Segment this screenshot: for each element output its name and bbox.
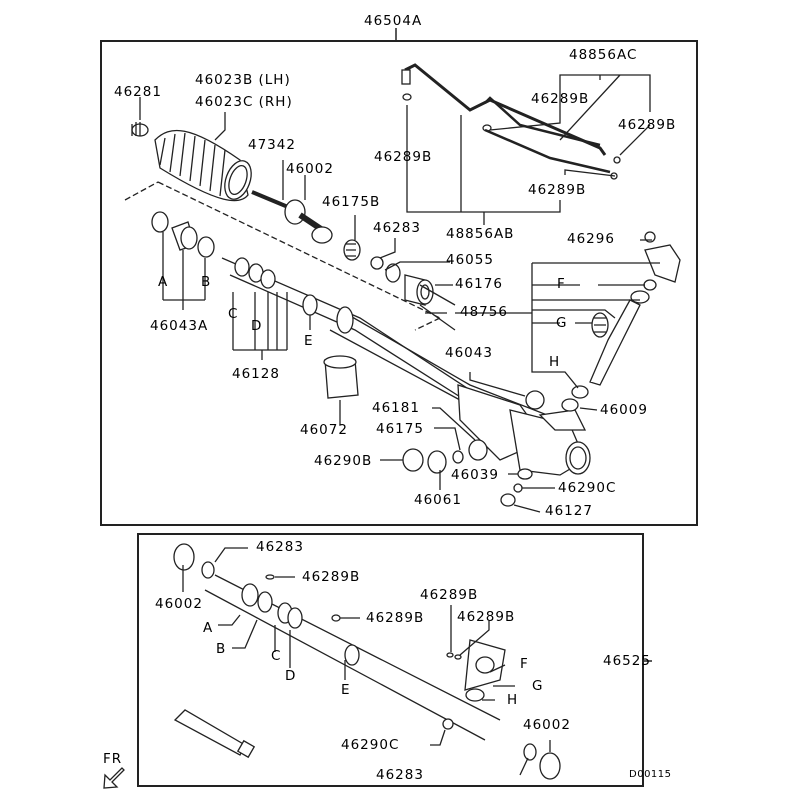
spring-46175 — [452, 450, 464, 464]
part-label-46283: 46283 — [373, 220, 421, 236]
part-label-46039: 46039 — [451, 467, 499, 483]
part-label-46289B-4: 46289B — [528, 182, 587, 198]
part-label-46002: 46002 — [286, 161, 334, 177]
letter-C-lower: C — [271, 648, 282, 664]
leaders-46039-46127 — [508, 473, 555, 513]
part-label-46289B-1: 46289B — [374, 149, 433, 165]
part-label-46023C: 46023C (RH) — [195, 94, 293, 110]
tube-leaders — [406, 74, 651, 225]
part-label-46289B-lower-2: 46289B — [366, 610, 425, 626]
letter-G-upper: G — [556, 315, 568, 331]
part-label-47342: 47342 — [248, 137, 296, 153]
bushing-46043A — [171, 221, 198, 251]
upper-assembly-frame — [100, 40, 698, 526]
letter-F-lower: F — [520, 656, 529, 672]
letter-D-upper: D — [251, 318, 263, 334]
label-46525: 46525 — [603, 653, 651, 669]
nut-46290B — [402, 448, 424, 472]
lower-leaders — [380, 407, 476, 490]
letter-E-lower: E — [341, 682, 351, 698]
letter-A-upper: A — [158, 274, 169, 290]
pinion-assembly — [561, 231, 681, 412]
clamp-46002 — [284, 199, 306, 225]
cap-46127 — [500, 493, 516, 507]
letter-C-upper: C — [228, 306, 239, 322]
part-label-46283-lower-1: 46283 — [256, 539, 304, 555]
upper-leaders — [139, 97, 453, 286]
rack-bar — [221, 257, 471, 401]
seal-46039 — [517, 468, 533, 480]
seal-A — [151, 211, 169, 233]
part-label-46289B-3: 46289B — [618, 117, 677, 133]
bracket-46128 — [232, 292, 288, 360]
part-label-46043A: 46043A — [150, 318, 209, 334]
part-label-46289B-2: 46289B — [531, 91, 590, 107]
lower-leaders — [182, 547, 551, 776]
grease-tube — [173, 709, 256, 759]
leaders-48756-diag — [419, 284, 456, 331]
bracket-46043A — [162, 232, 206, 310]
bearing-46061 — [427, 450, 447, 474]
bushing-46043 — [525, 390, 545, 410]
letter-E-upper: E — [304, 333, 314, 349]
gear-housing — [329, 306, 591, 476]
part-label-46061: 46061 — [414, 492, 462, 508]
fr-arrow-icon — [103, 767, 125, 789]
nut-46283 — [370, 256, 384, 270]
part-label-46176: 46176 — [455, 276, 503, 292]
clamp-46281 — [131, 122, 149, 137]
letter-G-lower: G — [532, 678, 544, 694]
part-label-46009: 46009 — [600, 402, 648, 418]
part-label-46127: 46127 — [545, 503, 593, 519]
part-label-46181: 46181 — [372, 400, 420, 416]
lower-rack-assembly — [173, 543, 561, 780]
part-label-46283-lower-2: 46283 — [376, 767, 424, 783]
letter-D-lower: D — [285, 668, 297, 684]
plug-46181 — [468, 439, 488, 461]
ring-B — [197, 236, 215, 258]
part-label-46043: 46043 — [445, 345, 493, 361]
part-label-46128: 46128 — [232, 366, 280, 382]
part-label-46072: 46072 — [300, 422, 348, 438]
lower-assembly-frame — [137, 533, 644, 787]
boot-bellows — [154, 129, 252, 202]
part-label-46023B: 46023B (LH) — [195, 72, 291, 88]
part-label-46175: 46175 — [376, 421, 424, 437]
o-ring-46055 — [385, 263, 401, 283]
letter-A-lower: A — [203, 620, 214, 636]
part-label-48756: 48756 — [460, 304, 508, 320]
letter-B-lower: B — [216, 641, 227, 657]
letter-B-upper: B — [201, 274, 212, 290]
part-label-46002-lower-2: 46002 — [523, 717, 571, 733]
subassembly-bracket — [124, 181, 441, 331]
drawing-id: D00115 — [629, 769, 672, 780]
part-label-46002-lower-1: 46002 — [155, 596, 203, 612]
part-label-46175B: 46175B — [322, 194, 381, 210]
leader-46043 — [469, 372, 526, 397]
part-label-46296: 46296 — [567, 231, 615, 247]
part-label-46290B: 46290B — [314, 453, 373, 469]
spring-46175B — [343, 239, 361, 261]
bracket-48756 — [425, 239, 660, 411]
part-label-48856AB: 48856AB — [446, 226, 515, 242]
part-label-46290C-lower: 46290C — [341, 737, 400, 753]
tubes-48856 — [401, 63, 621, 180]
nut-46290C — [513, 483, 523, 493]
part-label-46281: 46281 — [114, 84, 162, 100]
direction-label-fr: FR — [103, 751, 123, 767]
part-label-46289B-lower-3: 46289B — [420, 587, 479, 603]
part-label-46289B-lower-4: 46289B — [457, 609, 516, 625]
label-46504A: 46504A — [364, 13, 423, 29]
bushing-46072 — [323, 355, 359, 399]
part-label-48856AC: 48856AC — [569, 47, 638, 63]
part-label-46289B-lower-1: 46289B — [302, 569, 361, 585]
part-label-46055: 46055 — [446, 252, 494, 268]
letter-F-upper: F — [557, 276, 566, 292]
letter-H-upper: H — [549, 354, 561, 370]
part-label-46290C: 46290C — [558, 480, 617, 496]
letter-H-lower: H — [507, 692, 519, 708]
